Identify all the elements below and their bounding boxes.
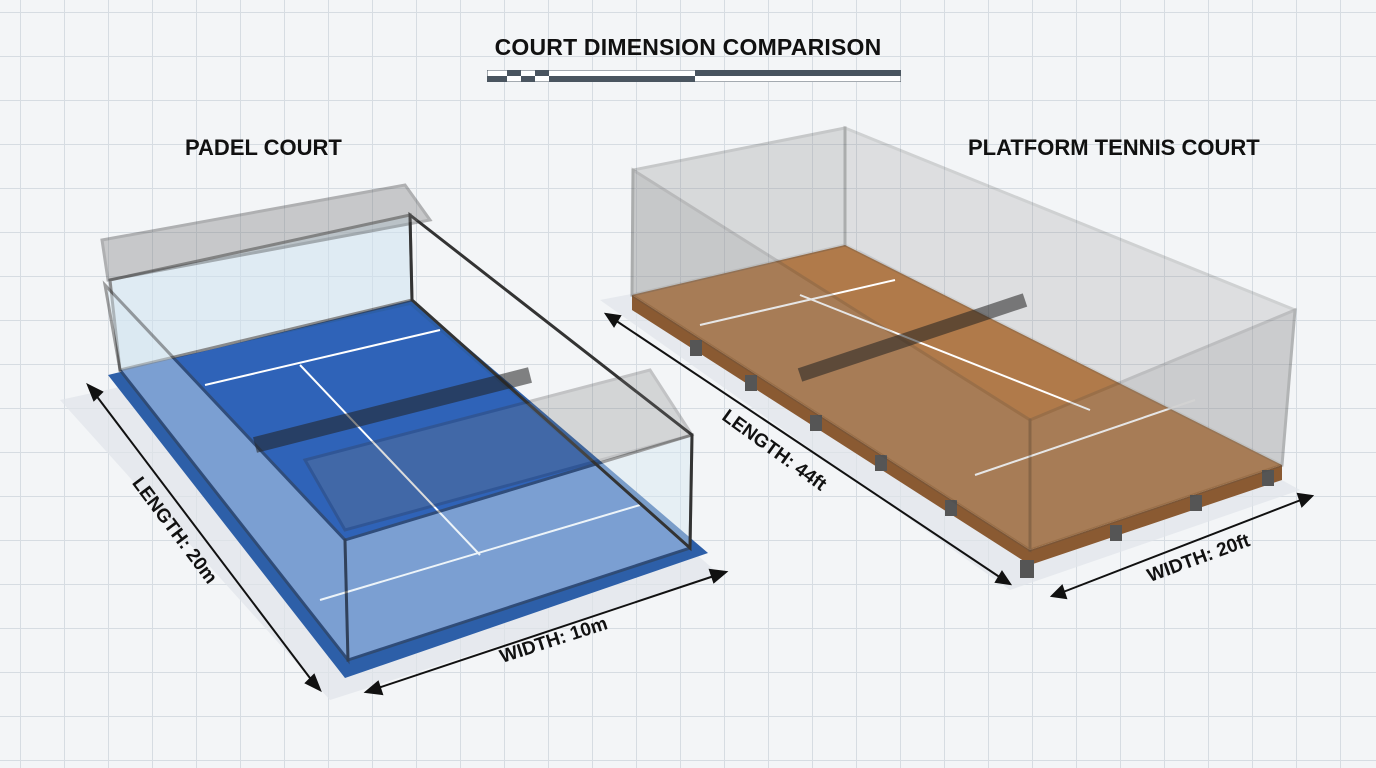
page-title: COURT DIMENSION COMPARISON [494, 34, 882, 60]
platform-court-lines [699, 279, 1196, 476]
platform-court [600, 125, 1300, 590]
platform-right-fence [843, 125, 1297, 468]
padel-court-label: PADEL COURT [185, 135, 342, 160]
padel-right-mesh [408, 211, 694, 552]
platform-length-arrow [611, 317, 1005, 581]
platform-front-fence [1028, 307, 1297, 553]
padel-back-mesh [100, 183, 433, 282]
padel-surface [120, 305, 690, 660]
padel-front-mesh [302, 368, 695, 532]
platform-supports [690, 340, 1274, 578]
padel-length-arrow [91, 389, 317, 687]
platform-court-label: PLATFORM TENNIS COURT [968, 135, 1260, 160]
padel-court [60, 183, 720, 700]
padel-net [253, 367, 532, 453]
padel-width-arrow [371, 573, 721, 691]
padel-court-lines [204, 329, 641, 601]
platform-net [797, 293, 1028, 382]
platform-deck [632, 245, 1282, 550]
padel-left-glass [102, 280, 350, 665]
scale-bar [487, 70, 901, 82]
platform-width-arrow [1057, 497, 1307, 595]
platform-back-fence [630, 126, 847, 297]
dimension-arrows [86, 312, 1315, 696]
